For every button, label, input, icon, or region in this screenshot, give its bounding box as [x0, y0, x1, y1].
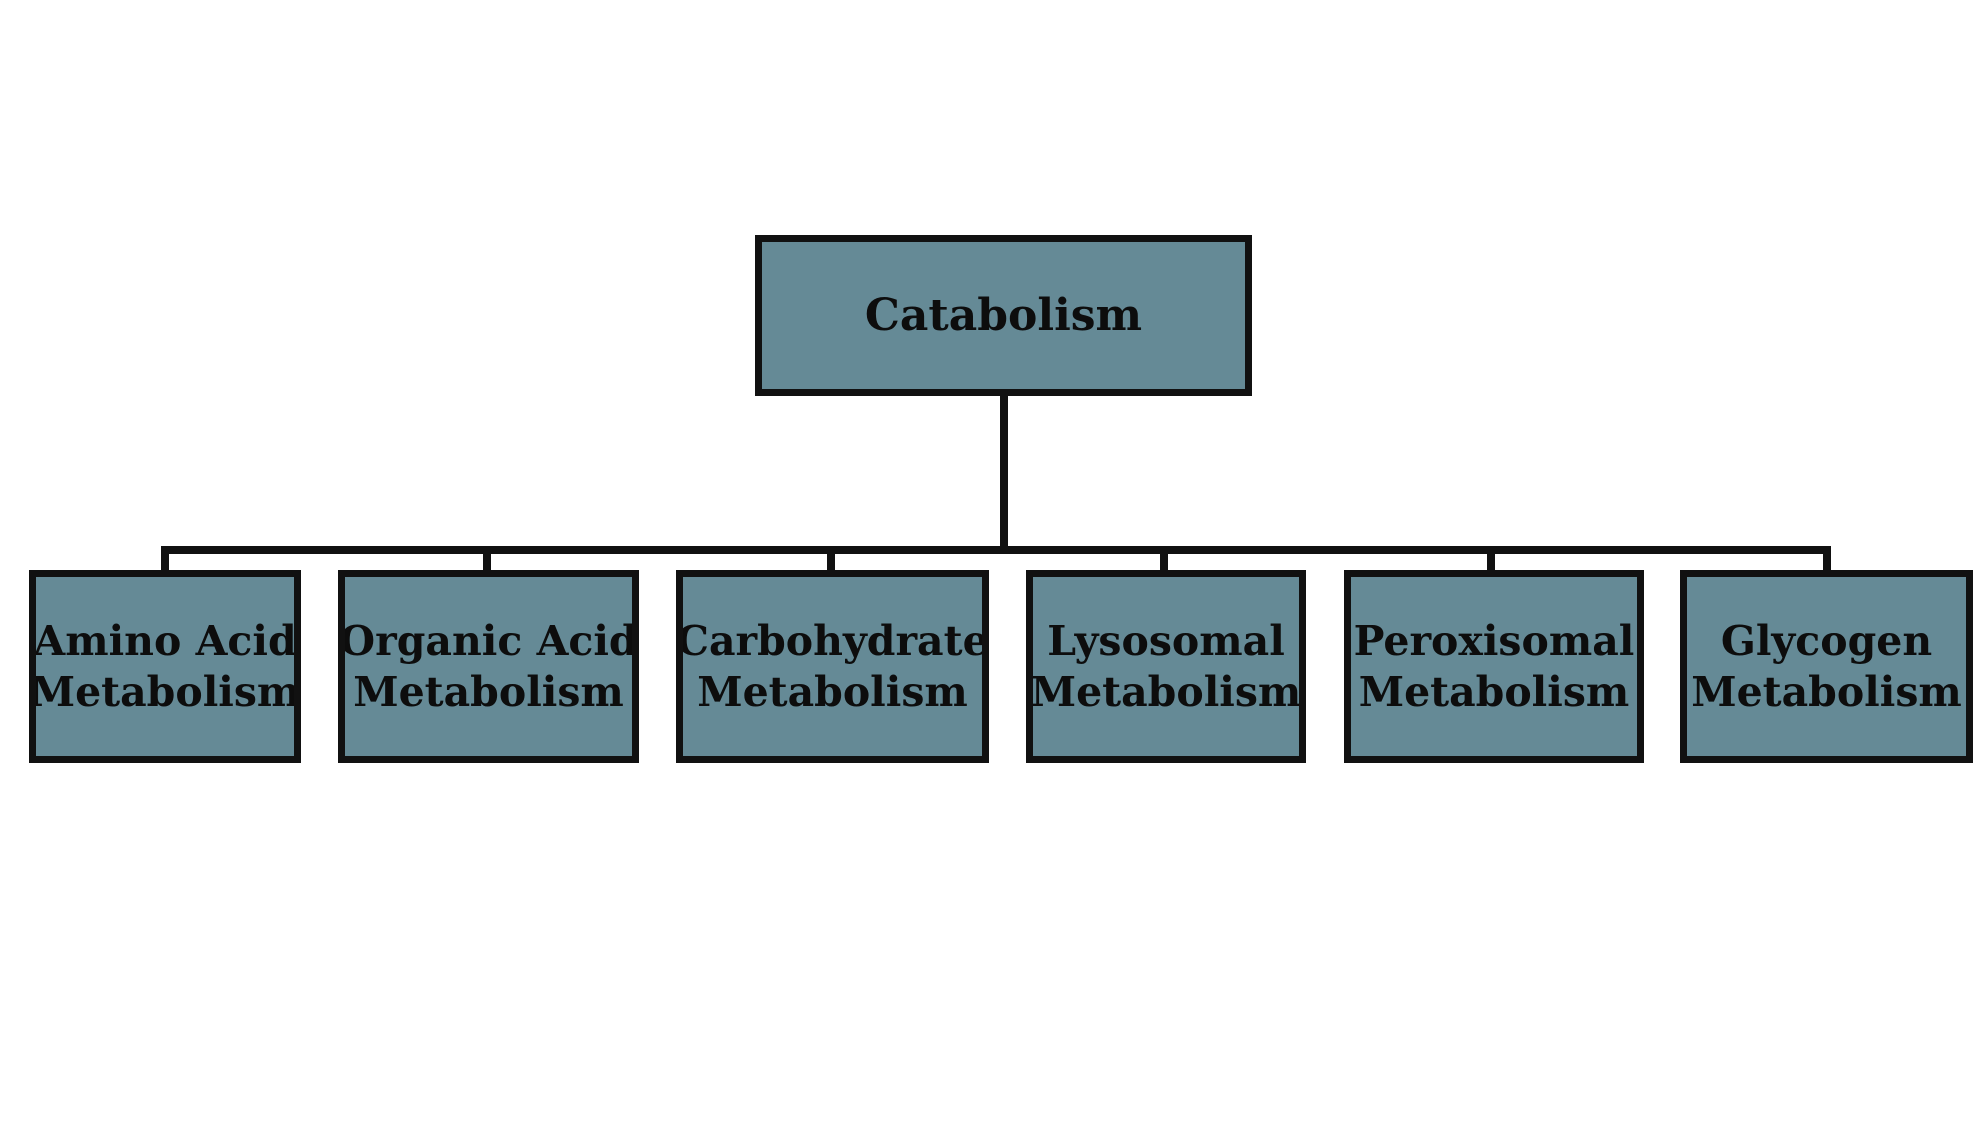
child-node-label-line-2: Metabolism: [1358, 667, 1630, 716]
child-drop-connector-organic-acid: [483, 546, 491, 572]
child-node-label-line-1: Carbohydrate: [676, 617, 989, 666]
child-node-amino-acid-metabolism: Amino Acid Metabolism: [29, 570, 301, 763]
child-node-label-line-1: Peroxisomal: [1353, 617, 1635, 666]
child-node-label: Carbohydrate Metabolism: [676, 616, 989, 716]
root-node-catabolism: Catabolism: [755, 235, 1252, 396]
root-stem-connector: [1000, 396, 1008, 550]
child-node-label-line-1: Glycogen: [1720, 617, 1933, 666]
child-node-lysosomal-metabolism: Lysosomal Metabolism: [1026, 570, 1306, 763]
child-node-label: Amino Acid Metabolism: [29, 616, 301, 716]
child-node-label-line-1: Amino Acid: [33, 617, 297, 666]
child-drop-connector-amino-acid: [161, 546, 169, 572]
child-node-label-line-2: Metabolism: [353, 667, 624, 716]
child-drop-connector-carbohydrate: [827, 546, 835, 572]
child-node-label-line-2: Metabolism: [1030, 667, 1302, 716]
child-drop-connector-peroxisomal: [1487, 546, 1495, 572]
child-node-carbohydrate-metabolism: Carbohydrate Metabolism: [676, 570, 989, 763]
horizontal-branch-connector: [161, 546, 1831, 554]
child-node-glycogen-metabolism: Glycogen Metabolism: [1680, 570, 1973, 763]
child-node-peroxisomal-metabolism: Peroxisomal Metabolism: [1344, 570, 1644, 763]
child-node-label: Glycogen Metabolism: [1691, 616, 1962, 716]
child-node-label: Organic Acid Metabolism: [339, 616, 638, 716]
child-node-label: Lysosomal Metabolism: [1030, 616, 1302, 716]
child-node-organic-acid-metabolism: Organic Acid Metabolism: [338, 570, 639, 763]
child-node-label-line-2: Metabolism: [29, 667, 301, 716]
child-drop-connector-lysosomal: [1160, 546, 1168, 572]
child-node-label-line-2: Metabolism: [1691, 667, 1962, 716]
child-node-label-line-1: Lysosomal: [1047, 617, 1285, 666]
child-node-label-line-2: Metabolism: [697, 667, 968, 716]
child-node-label: Peroxisomal Metabolism: [1354, 616, 1635, 716]
child-drop-connector-glycogen: [1823, 546, 1831, 572]
child-node-label-line-1: Organic Acid: [339, 617, 638, 666]
root-node-label: Catabolism: [864, 289, 1143, 341]
